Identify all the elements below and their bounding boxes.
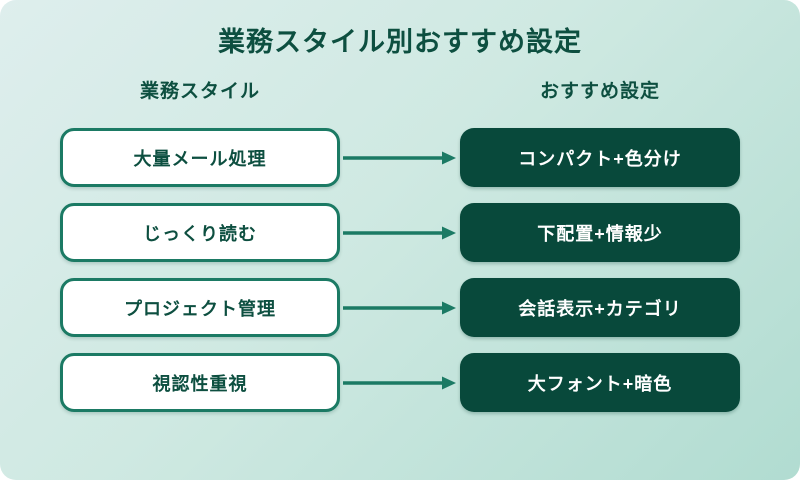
recommended-setting-box: 大フォント+暗色 (460, 353, 740, 412)
column-header-recommended-settings: おすすめ設定 (539, 81, 660, 102)
recommended-setting-box: コンパクト+色分け (460, 128, 740, 187)
column-header-work-style: 業務スタイル (139, 81, 260, 102)
mapping-row: プロジェクト管理 会話表示+カテゴリ (0, 278, 800, 337)
right-arrow-icon (340, 278, 460, 337)
mapping-row: 視認性重視 大フォント+暗色 (0, 353, 800, 412)
work-style-box: 大量メール処理 (60, 128, 340, 187)
right-arrow-icon (340, 203, 460, 262)
page-title: 業務スタイル別おすすめ設定 (218, 27, 582, 57)
work-style-box: 視認性重視 (60, 353, 340, 412)
work-style-box: プロジェクト管理 (60, 278, 340, 337)
mapping-row: 大量メール処理 コンパクト+色分け (0, 128, 800, 187)
right-arrow-icon (340, 353, 460, 412)
recommended-setting-box: 下配置+情報少 (460, 203, 740, 262)
right-arrow-icon (340, 128, 460, 187)
recommended-setting-box: 会話表示+カテゴリ (460, 278, 740, 337)
mapping-row: じっくり読む 下配置+情報少 (0, 203, 800, 262)
column-headers: 業務スタイル おすすめ設定 (0, 76, 800, 102)
work-style-box: じっくり読む (60, 203, 340, 262)
mapping-rows: 大量メール処理 コンパクト+色分け じっくり読む 下配置+情報少 プロジェクト管… (0, 128, 800, 412)
